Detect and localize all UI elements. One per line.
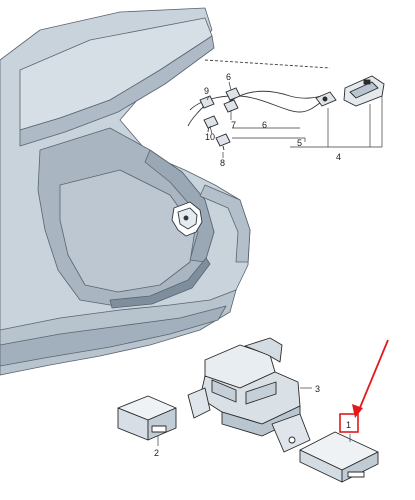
control-unit-2 (117, 395, 177, 441)
tail-light (199, 184, 251, 263)
callout-3: 3 (315, 384, 320, 394)
bumper-shade (0, 305, 227, 367)
callout-4: 4 (336, 152, 341, 162)
callout-9: 9 (204, 86, 209, 96)
callout-1: 1 (346, 420, 351, 430)
red-callout-box (339, 413, 359, 433)
callout-10: 10 (205, 132, 215, 142)
connector-7 (223, 99, 239, 113)
callout-6-top: 6 (226, 72, 231, 82)
module-mount-bracket (171, 201, 203, 237)
guide-dashed-line (204, 59, 331, 69)
callout-8: 8 (220, 158, 225, 168)
clip-8 (215, 133, 231, 151)
trunk-side-liner (144, 149, 215, 263)
harness-cable (189, 95, 325, 113)
connector-9 (199, 95, 215, 109)
car-body-illustration (0, 7, 251, 376)
cargo-floor (59, 169, 196, 293)
camera-connector (315, 91, 337, 107)
top-leader-lines (206, 81, 383, 158)
rear-camera-unit (343, 75, 385, 107)
bracket-module-assembly (187, 337, 311, 453)
trunk-seal (109, 257, 211, 309)
harness-cable-2 (225, 90, 329, 105)
callout-2: 2 (154, 448, 159, 458)
callout-6-mid: 6 (262, 120, 267, 130)
red-highlight-annotation (339, 339, 389, 433)
control-unit-1 (299, 431, 379, 483)
red-arrow-shaft (358, 339, 389, 411)
connector-10 (203, 115, 219, 129)
tailgate-underside (19, 35, 215, 147)
connector-6 (225, 87, 241, 101)
bottom-leader-lines (157, 387, 351, 446)
callout-5: 5 (297, 138, 302, 148)
callout-7: 7 (231, 120, 236, 130)
